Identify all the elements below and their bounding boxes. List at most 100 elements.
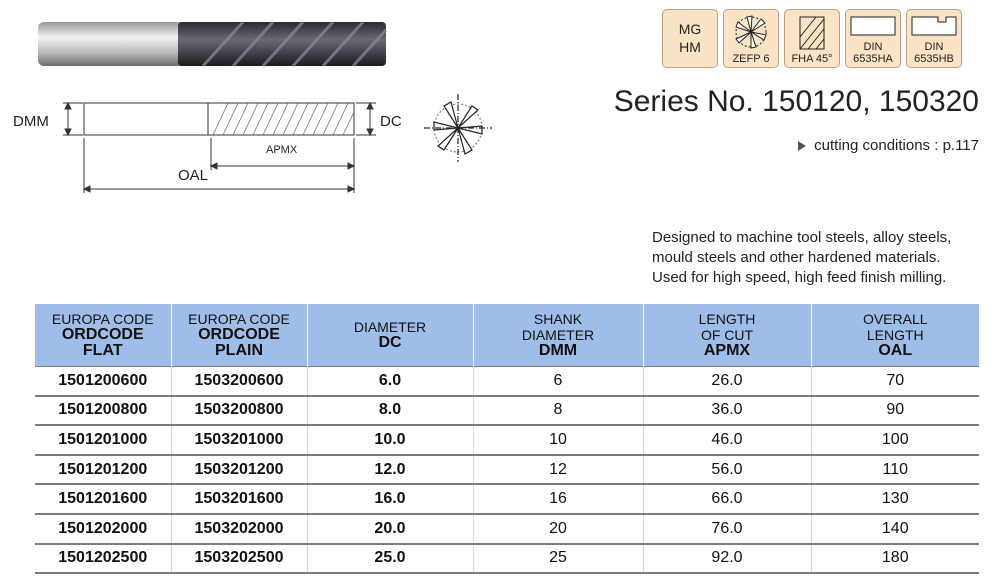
cell-length-of-cut: 92.0 [643, 543, 812, 575]
din-hb-caption-1: DIN [924, 41, 944, 53]
cell-ordcode-plain: 1503202500 [171, 543, 308, 575]
header-ordcode-flat: EUROPA CODE ORDCODE FLAT [35, 304, 172, 366]
cell-diameter: 6.0 [307, 365, 474, 397]
cell-length-of-cut: 26.0 [643, 365, 812, 397]
header-bold: APMX [703, 341, 751, 359]
description-line: Used for high speed, high feed finish mi… [652, 269, 947, 286]
cell-ordcode-flat: 1501201000 [35, 425, 172, 456]
cell-shank-diameter: 6 [473, 365, 644, 397]
header-bold: PLAIN [215, 341, 263, 359]
cell-ordcode-plain: 1503202000 [171, 513, 308, 545]
cell-shank-diameter: 16 [473, 484, 644, 515]
triangle-right-icon [798, 140, 807, 151]
cell-diameter: 20.0 [307, 513, 474, 545]
header-top: EUROPA CODE [51, 310, 154, 327]
header-bold: ORDCODE [198, 325, 280, 343]
cell-length-of-cut: 46.0 [643, 425, 812, 456]
spec-table: EUROPA CODE ORDCODE FLAT EUROPA CODE ORD… [35, 304, 979, 575]
cell-overall-length: 140 [811, 513, 979, 545]
cell-length-of-cut: 56.0 [643, 454, 812, 486]
din-6535hb-badge: DIN 6535HB [906, 9, 962, 68]
din-ha-caption-1: DIN [863, 41, 883, 53]
header-ordcode-plain: EUROPA CODE ORDCODE PLAIN [171, 304, 308, 366]
dc-label: DC [380, 113, 402, 130]
cell-length-of-cut: 66.0 [643, 484, 812, 515]
flute-count-caption: ZEFP 6 [732, 53, 770, 65]
header-bold: DMM [538, 341, 578, 359]
cell-overall-length: 110 [811, 454, 979, 486]
material-line-2: HM [679, 38, 701, 55]
cell-diameter: 10.0 [307, 425, 474, 456]
header-bold: FLAT [82, 341, 123, 359]
cell-ordcode-flat: 1501202500 [35, 543, 172, 575]
cell-diameter: 12.0 [307, 454, 474, 486]
din-6535ha-badge: DIN 6535HA [845, 9, 901, 68]
header-shank-diameter: SHANK DIAMETER DMM [473, 304, 644, 366]
description: Designed to machine tool steels, alloy s… [652, 228, 992, 288]
cell-ordcode-flat: 1501200800 [35, 395, 172, 427]
header-top: EUROPA CODE [188, 310, 290, 327]
cutting-conditions-text: cutting conditions : p.117 [814, 137, 979, 154]
header-bold: OAL [878, 341, 913, 359]
cell-length-of-cut: 36.0 [643, 395, 812, 427]
helix-angle-badge: FHA 45° [784, 9, 840, 68]
oal-label: OAL [178, 167, 209, 184]
header-top: DIAMETER [353, 318, 427, 335]
cell-shank-diameter: 12 [473, 454, 644, 486]
cell-shank-diameter: 20 [473, 513, 644, 545]
header-bold: ORDCODE [61, 325, 144, 343]
cell-overall-length: 100 [811, 425, 979, 456]
description-line: mould steels and other hardened material… [652, 249, 941, 266]
cell-shank-diameter: 25 [473, 543, 644, 575]
shank-hb-icon [911, 16, 957, 36]
property-badges: MG HM ZEFP 6 FHA 45° DIN 6535HA DI [662, 9, 962, 68]
cell-overall-length: 180 [811, 543, 979, 575]
cell-ordcode-plain: 1503200800 [171, 395, 308, 427]
cell-shank-diameter: 8 [473, 395, 644, 427]
header-length-of-cut: LENGTH OF CUT APMX [643, 304, 812, 366]
cell-diameter: 25.0 [307, 543, 474, 575]
cell-overall-length: 90 [811, 395, 979, 427]
cell-diameter: 16.0 [307, 484, 474, 515]
helix-angle-caption: FHA 45° [791, 53, 833, 65]
cell-ordcode-plain: 1503201000 [171, 425, 308, 456]
shank-ha-icon [850, 16, 896, 36]
flute-count-badge: ZEFP 6 [723, 9, 779, 68]
cell-ordcode-flat: 1501201200 [35, 454, 172, 486]
series-title: Series No. 150120, 150320 [613, 85, 979, 118]
cell-shank-diameter: 10 [473, 425, 644, 456]
cell-ordcode-plain: 1503201200 [171, 454, 308, 486]
cell-overall-length: 70 [811, 365, 979, 397]
end-mill-photo [38, 20, 388, 68]
end-view-flutes-icon [424, 94, 492, 162]
flute-end-icon [735, 15, 767, 49]
header-diameter: DIAMETER DC [307, 304, 474, 366]
cell-overall-length: 130 [811, 484, 979, 515]
table-header-row: EUROPA CODE ORDCODE FLAT EUROPA CODE ORD… [35, 304, 979, 366]
cell-ordcode-plain: 1503201600 [171, 484, 308, 515]
helix-angle-icon [799, 16, 825, 50]
cutting-conditions-link[interactable]: cutting conditions : p.117 [798, 137, 979, 154]
material-badge: MG HM [662, 9, 718, 68]
cell-ordcode-flat: 1501201600 [35, 484, 172, 515]
description-line: Designed to machine tool steels, alloy s… [652, 229, 952, 246]
din-hb-caption-2: 6535HB [914, 53, 954, 65]
header-top: LENGTH OF CUT [698, 310, 756, 343]
apmx-label: APMX [266, 144, 298, 156]
material-line-1: MG [678, 20, 702, 37]
cell-ordcode-plain: 1503200600 [171, 365, 308, 397]
cell-ordcode-flat: 1501200600 [35, 365, 172, 397]
cell-length-of-cut: 76.0 [643, 513, 812, 545]
dmm-label: DMM [13, 113, 49, 130]
header-top: OVERALL LENGTH [862, 310, 928, 343]
din-ha-caption-2: 6535HA [853, 53, 893, 65]
dimension-drawing [63, 101, 376, 193]
cell-ordcode-flat: 1501202000 [35, 513, 172, 545]
